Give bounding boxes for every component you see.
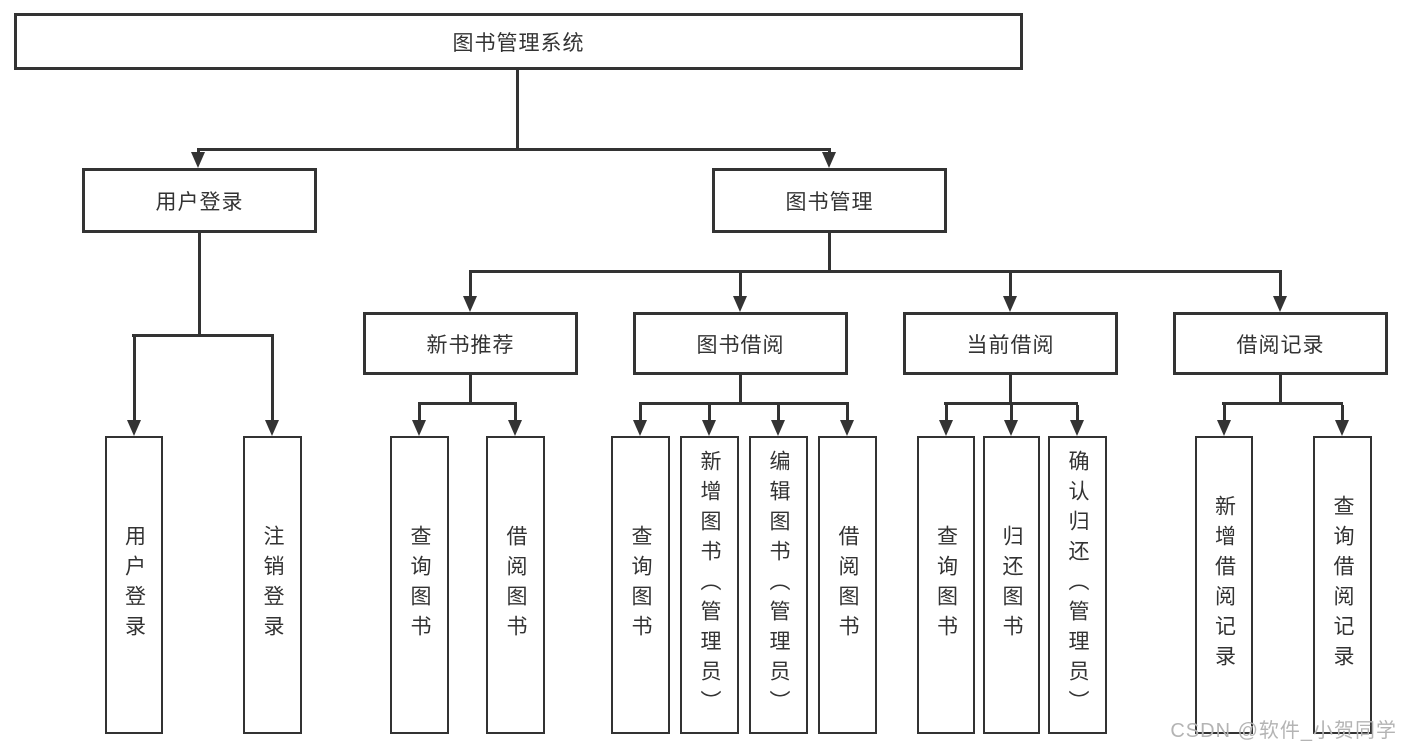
leaf-edit-book-admin: 编辑图书（管理员） xyxy=(749,436,808,734)
arrow-down-head xyxy=(822,152,836,168)
node-book-borrow-label: 图书借阅 xyxy=(696,333,785,357)
node-root: 图书管理系统 xyxy=(14,13,1023,70)
arrow-down-head xyxy=(1217,420,1231,436)
connector-shaft xyxy=(1076,405,1079,421)
leaf-borrow-books-recommend: 借阅图书 xyxy=(486,436,545,734)
connector-shaft xyxy=(1223,405,1226,421)
connector-shaft xyxy=(418,405,421,421)
connector-shaft xyxy=(1341,405,1344,421)
csdn-watermark: CSDN @软件_小贺同学 xyxy=(1170,720,1397,742)
leaf-edit-book-admin-label: 编辑图书（管理员） xyxy=(767,450,790,720)
connector-group-split xyxy=(418,402,517,405)
connector-shaft xyxy=(469,273,472,297)
leaf-logout-label: 注销登录 xyxy=(261,525,284,645)
leaf-confirm-return-admin: 确认归还（管理员） xyxy=(1048,436,1107,734)
connector-shaft xyxy=(1009,273,1012,297)
arrow-down-head xyxy=(412,420,426,436)
connector-shaft xyxy=(739,273,742,297)
connector-group-trunk xyxy=(1279,375,1282,405)
leaf-return-book: 归还图书 xyxy=(983,436,1040,734)
connector-login-split xyxy=(132,334,274,337)
connector-root-trunk xyxy=(516,70,519,151)
node-current-borrow: 当前借阅 xyxy=(903,312,1118,375)
arrow-down-head xyxy=(771,420,785,436)
node-current-borrow-label: 当前借阅 xyxy=(966,333,1055,357)
node-user-login: 用户登录 xyxy=(82,168,317,233)
connector-shaft xyxy=(828,149,831,153)
connector-group-split xyxy=(944,402,1078,405)
leaf-add-book-admin: 新增图书（管理员） xyxy=(680,436,739,734)
arrow-down-head xyxy=(733,296,747,312)
arrow-down-head xyxy=(1273,296,1287,312)
leaf-query-books-current-label: 查询图书 xyxy=(934,525,958,645)
node-root-label: 图书管理系统 xyxy=(452,31,585,55)
node-new-book-recommend: 新书推荐 xyxy=(363,312,578,375)
arrow-down-head xyxy=(633,420,647,436)
arrow-down-head xyxy=(508,420,522,436)
arrow-down-head xyxy=(939,420,953,436)
connector-shaft xyxy=(197,149,200,153)
node-book-management-label: 图书管理 xyxy=(785,190,874,214)
leaf-query-books-recommend: 查询图书 xyxy=(390,436,449,734)
connector-group-split xyxy=(1222,402,1343,405)
connector-shaft xyxy=(945,405,948,421)
node-user-login-label: 用户登录 xyxy=(155,190,244,214)
leaf-user-login: 用户登录 xyxy=(105,436,163,734)
arrow-down-head xyxy=(702,420,716,436)
leaf-user-login-label: 用户登录 xyxy=(122,525,146,645)
connector-group-trunk xyxy=(469,375,472,405)
leaf-logout: 注销登录 xyxy=(243,436,302,734)
connector-root-split xyxy=(197,148,831,151)
leaf-query-books-recommend-label: 查询图书 xyxy=(408,525,431,645)
leaf-return-book-label: 归还图书 xyxy=(1000,525,1023,645)
connector-login-trunk xyxy=(198,233,201,337)
leaf-borrow-books-label: 借阅图书 xyxy=(836,525,859,645)
arrow-down-head xyxy=(127,420,141,436)
connector-shaft xyxy=(133,337,136,421)
connector-group-trunk xyxy=(739,375,742,405)
node-borrow-records-label: 借阅记录 xyxy=(1236,333,1325,357)
leaf-query-borrow-record: 查询借阅记录 xyxy=(1313,436,1372,734)
connector-bookmgmt-trunk xyxy=(828,233,831,273)
node-book-borrow: 图书借阅 xyxy=(633,312,848,375)
arrow-down-head xyxy=(1070,420,1084,436)
connector-shaft xyxy=(708,405,711,421)
connector-shaft xyxy=(777,405,780,421)
connector-group-trunk xyxy=(1009,375,1012,405)
leaf-add-borrow-record: 新增借阅记录 xyxy=(1195,436,1253,734)
arrow-down-head xyxy=(265,420,279,436)
leaf-query-books-current: 查询图书 xyxy=(917,436,975,734)
node-book-management: 图书管理 xyxy=(712,168,947,233)
leaf-query-books-borrow: 查询图书 xyxy=(611,436,670,734)
leaf-add-borrow-record-label: 新增借阅记录 xyxy=(1212,495,1236,675)
arrow-down-head xyxy=(1335,420,1349,436)
connector-shaft xyxy=(639,405,642,421)
arrow-down-head xyxy=(463,296,477,312)
connector-shaft xyxy=(1010,405,1013,421)
connector-shaft xyxy=(1279,273,1282,297)
arrow-down-head xyxy=(1004,420,1018,436)
leaf-query-borrow-record-label: 查询借阅记录 xyxy=(1331,495,1354,675)
connector-shaft xyxy=(514,405,517,421)
leaf-query-books-borrow-label: 查询图书 xyxy=(629,525,652,645)
leaf-borrow-books: 借阅图书 xyxy=(818,436,877,734)
connector-shaft xyxy=(271,337,274,421)
arrow-down-head xyxy=(840,420,854,436)
leaf-add-book-admin-label: 新增图书（管理员） xyxy=(698,450,721,720)
connector-group-split xyxy=(639,402,849,405)
node-new-book-recommend-label: 新书推荐 xyxy=(426,333,515,357)
arrow-down-head xyxy=(1003,296,1017,312)
leaf-confirm-return-admin-label: 确认归还（管理员） xyxy=(1066,450,1089,720)
node-borrow-records: 借阅记录 xyxy=(1173,312,1388,375)
leaf-borrow-books-recommend-label: 借阅图书 xyxy=(504,525,527,645)
connector-shaft xyxy=(846,405,849,421)
arrow-down-head xyxy=(191,152,205,168)
connector-bookmgmt-split xyxy=(469,270,1282,273)
